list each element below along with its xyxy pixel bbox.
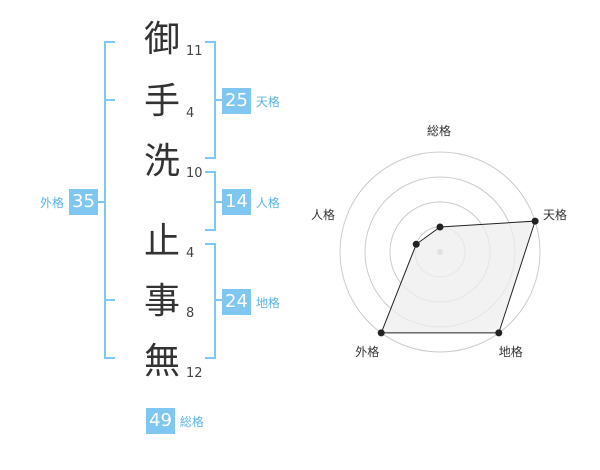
radar-axis-label-1: 天格 <box>543 208 568 223</box>
name-char-2: 手 <box>143 81 180 122</box>
radar-axis-label-4: 人格 <box>310 208 335 223</box>
radar-axis-label-2: 地格 <box>498 344 523 359</box>
gaikaku-value: 35 <box>69 189 98 215</box>
jinkaku-value: 14 <box>222 189 251 215</box>
radar-point-4 <box>412 240 420 248</box>
radar-axis-label-0: 総格 <box>427 124 452 138</box>
name-char-1: 御 <box>143 19 180 60</box>
soukaku-label: 総格 <box>179 414 204 429</box>
soukaku-value: 49 <box>146 408 175 434</box>
jinkaku-badge: 14 人格 <box>222 189 280 215</box>
tenkaku-badge: 25 天格 <box>222 88 280 114</box>
stroke-count-1: 11 <box>186 44 203 59</box>
stroke-count-2: 4 <box>186 106 195 121</box>
stroke-count-5: 8 <box>186 306 195 321</box>
radar-axis-label-3: 外格 <box>355 344 380 359</box>
chikaku-badge: 24 地格 <box>222 289 280 315</box>
chikaku-value: 24 <box>222 289 251 315</box>
stroke-count-6: 12 <box>186 366 203 381</box>
soukaku-badge: 49 総格 <box>146 408 204 434</box>
tenkaku-value: 25 <box>222 88 251 114</box>
stroke-count-4: 4 <box>186 246 195 261</box>
jinkaku-label: 人格 <box>255 195 280 210</box>
chikaku-label: 地格 <box>255 295 280 310</box>
tenkaku-label: 天格 <box>255 94 280 109</box>
radar-grid-ring <box>339 151 541 353</box>
radar-point-2 <box>495 329 503 337</box>
radar-data-polygon <box>380 220 536 334</box>
name-char-4: 止 <box>143 221 180 262</box>
radar-point-3 <box>377 329 385 337</box>
gaikaku-label: 外格 <box>40 195 65 210</box>
name-char-5: 事 <box>143 281 180 322</box>
stroke-count-3: 10 <box>186 166 203 181</box>
name-char-6: 無 <box>143 341 180 382</box>
gaikaku-badge: 外格 35 <box>40 189 98 215</box>
radar-point-0 <box>436 223 444 231</box>
radar-point-1 <box>531 217 539 225</box>
name-char-3: 洗 <box>143 141 180 182</box>
